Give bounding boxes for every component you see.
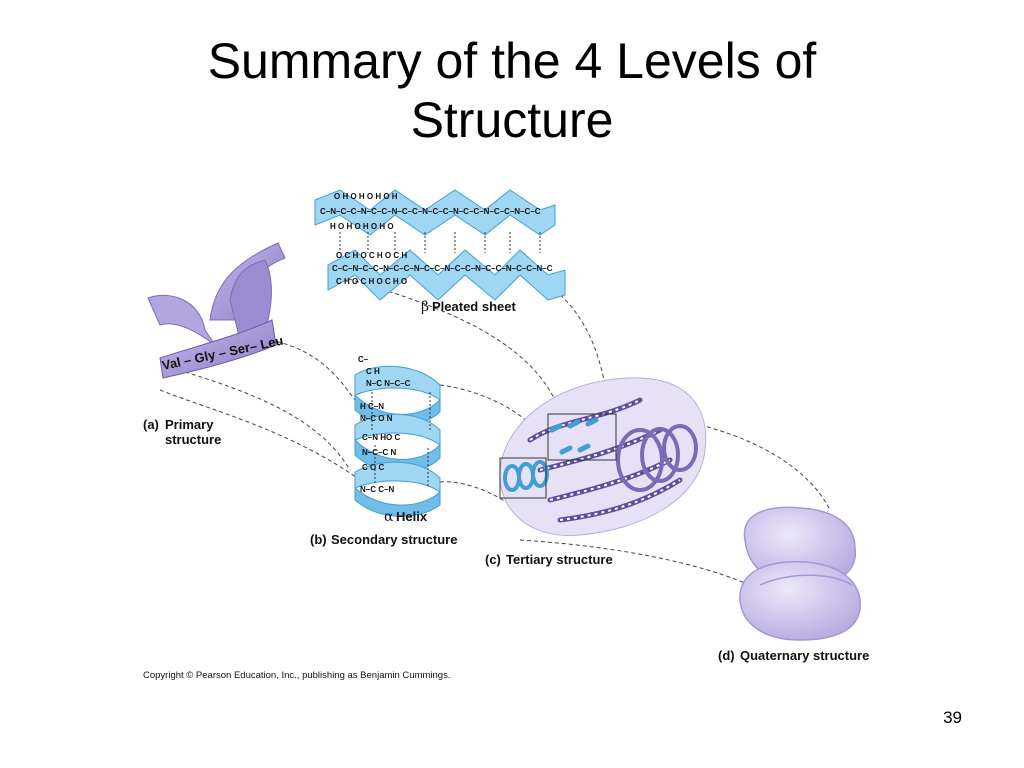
quaternary-label: Quaternary structure (740, 648, 869, 663)
residue-chain: Val – Gly – Ser– Leu (161, 333, 285, 373)
svg-text:N–C O N: N–C O N (360, 414, 393, 423)
svg-text:C–C–N–C–C–N–C–C–N–C–C–N–C–C–N–: C–C–N–C–C–N–C–C–N–C–C–N–C–C–N–C–C–N–C–C–… (332, 264, 553, 273)
primary-label-line2: structure (165, 432, 221, 447)
tertiary-label: Tertiary structure (506, 552, 613, 567)
svg-text:N–C C–N: N–C C–N (360, 485, 394, 494)
title-line-2: Structure (410, 92, 614, 148)
tertiary-structure (499, 377, 707, 537)
primary-label-line1: Primary (165, 417, 214, 432)
quaternary-label-letter: (d) (718, 648, 735, 663)
primary-label-letter: (a) (143, 417, 159, 432)
svg-text:C–: C– (358, 355, 369, 364)
tertiary-label-letter: (c) (485, 552, 501, 567)
slide-title: Summary of the 4 Levels of Structure (0, 32, 1024, 150)
alpha-symbol: α (384, 509, 394, 525)
residue-gly: Gly (193, 347, 217, 366)
primary-structure-ribbon: Val – Gly – Ser– Leu (147, 242, 286, 379)
helix-label: Helix (396, 509, 428, 524)
svg-text:O C H O C H: O C H O C H O C H (336, 251, 407, 260)
svg-text:C–N HO C: C–N HO C (362, 433, 400, 442)
copyright-notice: Copyright © Pearson Education, Inc., pub… (143, 670, 451, 681)
title-line-1: Summary of the 4 Levels of (207, 33, 817, 89)
beta-pleated-sheet: C–N–C–C–N–C–C–N–C–C–N–C–C–N–C–C–N–C–C–N–… (314, 189, 566, 301)
svg-text:N–C N–C–C: N–C N–C–C (366, 379, 411, 388)
svg-text:C–N–C–C–N–C–C–N–C–C–N–C–C–N–C–: C–N–C–C–N–C–C–N–C–C–N–C–C–N–C–C–N–C–C–N–… (320, 207, 541, 216)
svg-text:C O C: C O C (362, 463, 384, 472)
pleated-sheet-label: Pleated sheet (432, 299, 516, 314)
secondary-label: Secondary structure (331, 532, 457, 547)
quaternary-structure (739, 506, 861, 641)
beta-symbol: β (421, 299, 429, 315)
residue-ser: Ser (228, 340, 252, 359)
page-number: 39 (943, 708, 962, 727)
alpha-helix: C– C H N–C N–C–C H C–N N–C O N C–N HO C … (354, 355, 441, 517)
residue-val: Val (161, 354, 183, 373)
svg-text:H C–N: H C–N (360, 402, 384, 411)
svg-text:H O H O H O: H O H O H O H O (330, 222, 394, 231)
svg-text:O H O H O H: O H O H O H O H (334, 192, 398, 201)
svg-text:C H: C H (366, 367, 380, 376)
residue-leu: Leu (259, 333, 285, 352)
secondary-label-letter: (b) (310, 532, 327, 547)
svg-text:C H O C H O: C H O C H O C H O (336, 277, 407, 286)
svg-text:N–C–C N: N–C–C N (362, 448, 396, 457)
